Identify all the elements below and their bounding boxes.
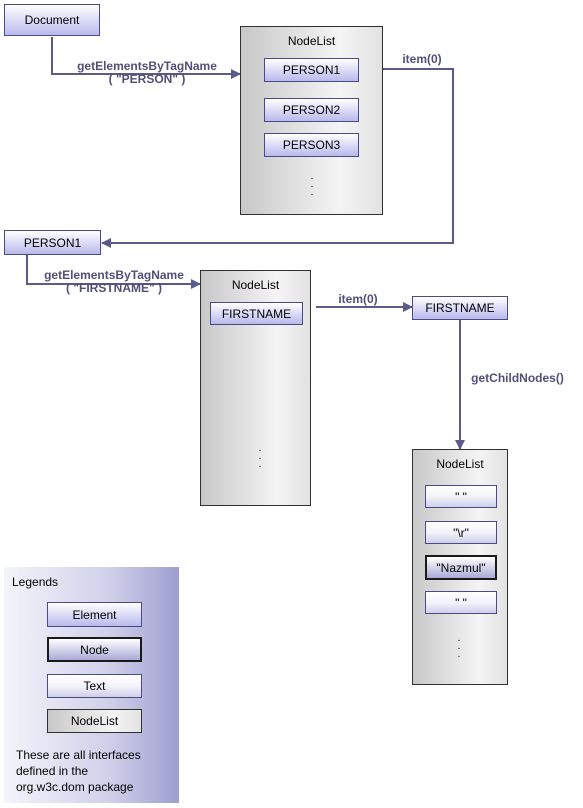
nodelist-firstnames: NodeList FIRSTNAME ... — [200, 270, 311, 506]
legend-title: Legends — [12, 575, 59, 589]
edge-label-line2: ( "PERSON" ) — [108, 72, 186, 86]
nodelist-child-nodes: NodeList " " "\r" "Nazmul" " " ... — [412, 449, 508, 685]
nodelist-persons: NodeList PERSON1 PERSON2 PERSON3 ... — [240, 26, 383, 215]
edge-document-to-nodelist — [51, 37, 241, 79]
nodelist-title: NodeList — [287, 34, 336, 48]
nodelist-title: NodeList — [436, 457, 484, 471]
edge-label-line1: getElementsByTagName — [44, 268, 184, 282]
edge-label-line1: getElementsByTagName — [77, 59, 217, 73]
edge-label-get-firstname: getElementsByTagName ( "FIRSTNAME" ) — [34, 269, 194, 295]
legend-note: These are all interfaces defined in the … — [16, 748, 141, 794]
list-item-firstname: FIRSTNAME — [210, 302, 303, 325]
nodelist-title: NodeList — [231, 278, 280, 292]
ellipsis-dots: ... — [258, 443, 262, 470]
list-item-nazmul-node: "Nazmul" — [425, 555, 497, 580]
legend-node-swatch: Node — [47, 637, 142, 662]
legend-panel: Legends Element Node Text NodeList These… — [4, 567, 179, 803]
list-item-carriage-return-text: "\r" — [425, 521, 497, 544]
edge-label-item0-b: item(0) — [338, 292, 378, 306]
document-label: Document — [24, 13, 80, 27]
person1-node: PERSON1 — [4, 230, 101, 255]
ellipsis-dots: ... — [457, 633, 461, 660]
ellipsis-dots: ... — [310, 171, 314, 198]
edge-label-line2: ( "FIRSTNAME" ) — [65, 281, 163, 295]
legend-element-swatch: Element — [47, 602, 142, 627]
list-item-person2: PERSON2 — [264, 98, 359, 122]
legend-nodelist-swatch: NodeList — [47, 709, 142, 733]
edge-label-get-person: getElementsByTagName ( "PERSON" ) — [67, 60, 227, 86]
edge-person1-to-nodelist — [26, 255, 201, 289]
edge-label-getchildnodes: getChildNodes() — [471, 371, 564, 385]
firstname-node: FIRSTNAME — [412, 296, 508, 320]
document-node: Document — [4, 4, 100, 36]
person1-label: PERSON1 — [23, 235, 82, 250]
edge-nodelist-to-person1 — [101, 68, 454, 248]
list-item-person3: PERSON3 — [264, 133, 359, 157]
firstname-label: FIRSTNAME — [425, 301, 495, 315]
edge-label-item0-a: item(0) — [402, 52, 442, 66]
list-item-whitespace-text: " " — [425, 485, 497, 508]
list-item-person1: PERSON1 — [264, 58, 359, 82]
list-item-whitespace-text-2: " " — [425, 591, 497, 614]
legend-text-swatch: Text — [47, 674, 142, 698]
